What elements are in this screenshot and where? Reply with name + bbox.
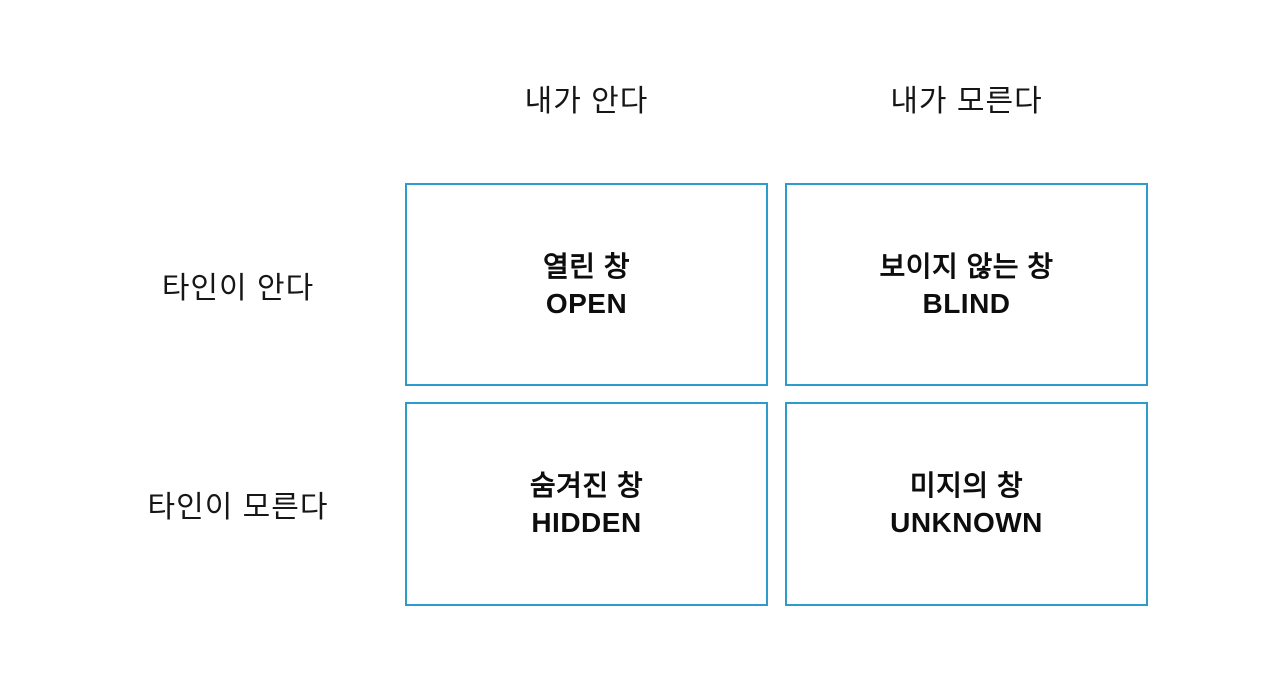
quadrant-unknown: 미지의 창 UNKNOWN <box>785 402 1148 606</box>
quadrant-open-korean-label: 열린 창 <box>542 250 631 282</box>
quadrant-unknown-korean-label: 미지의 창 <box>909 470 1024 501</box>
quadrant-blind-english-label: BLIND <box>922 287 1011 319</box>
quadrant-hidden-english-label: HIDDEN <box>531 507 642 538</box>
quadrant-blind: 보이지 않는 창 BLIND <box>785 183 1148 386</box>
row-header-others-know: 타인이 안다 <box>161 271 315 305</box>
quadrant-hidden: 숨겨진 창 HIDDEN <box>405 402 768 606</box>
column-header-self-doesnt-know: 내가 모른다 <box>890 85 1043 118</box>
quadrant-blind-korean-label: 보이지 않는 창 <box>879 250 1054 282</box>
row-header-others-dont-know: 타인이 모른다 <box>147 491 329 524</box>
column-header-self-knows: 내가 안다 <box>524 85 649 118</box>
quadrant-open-english-label: OPEN <box>545 287 628 319</box>
quadrant-hidden-korean-label: 숨겨진 창 <box>529 470 644 501</box>
quadrant-open: 열린 창 OPEN <box>405 183 768 386</box>
quadrant-unknown-english-label: UNKNOWN <box>890 507 1043 538</box>
